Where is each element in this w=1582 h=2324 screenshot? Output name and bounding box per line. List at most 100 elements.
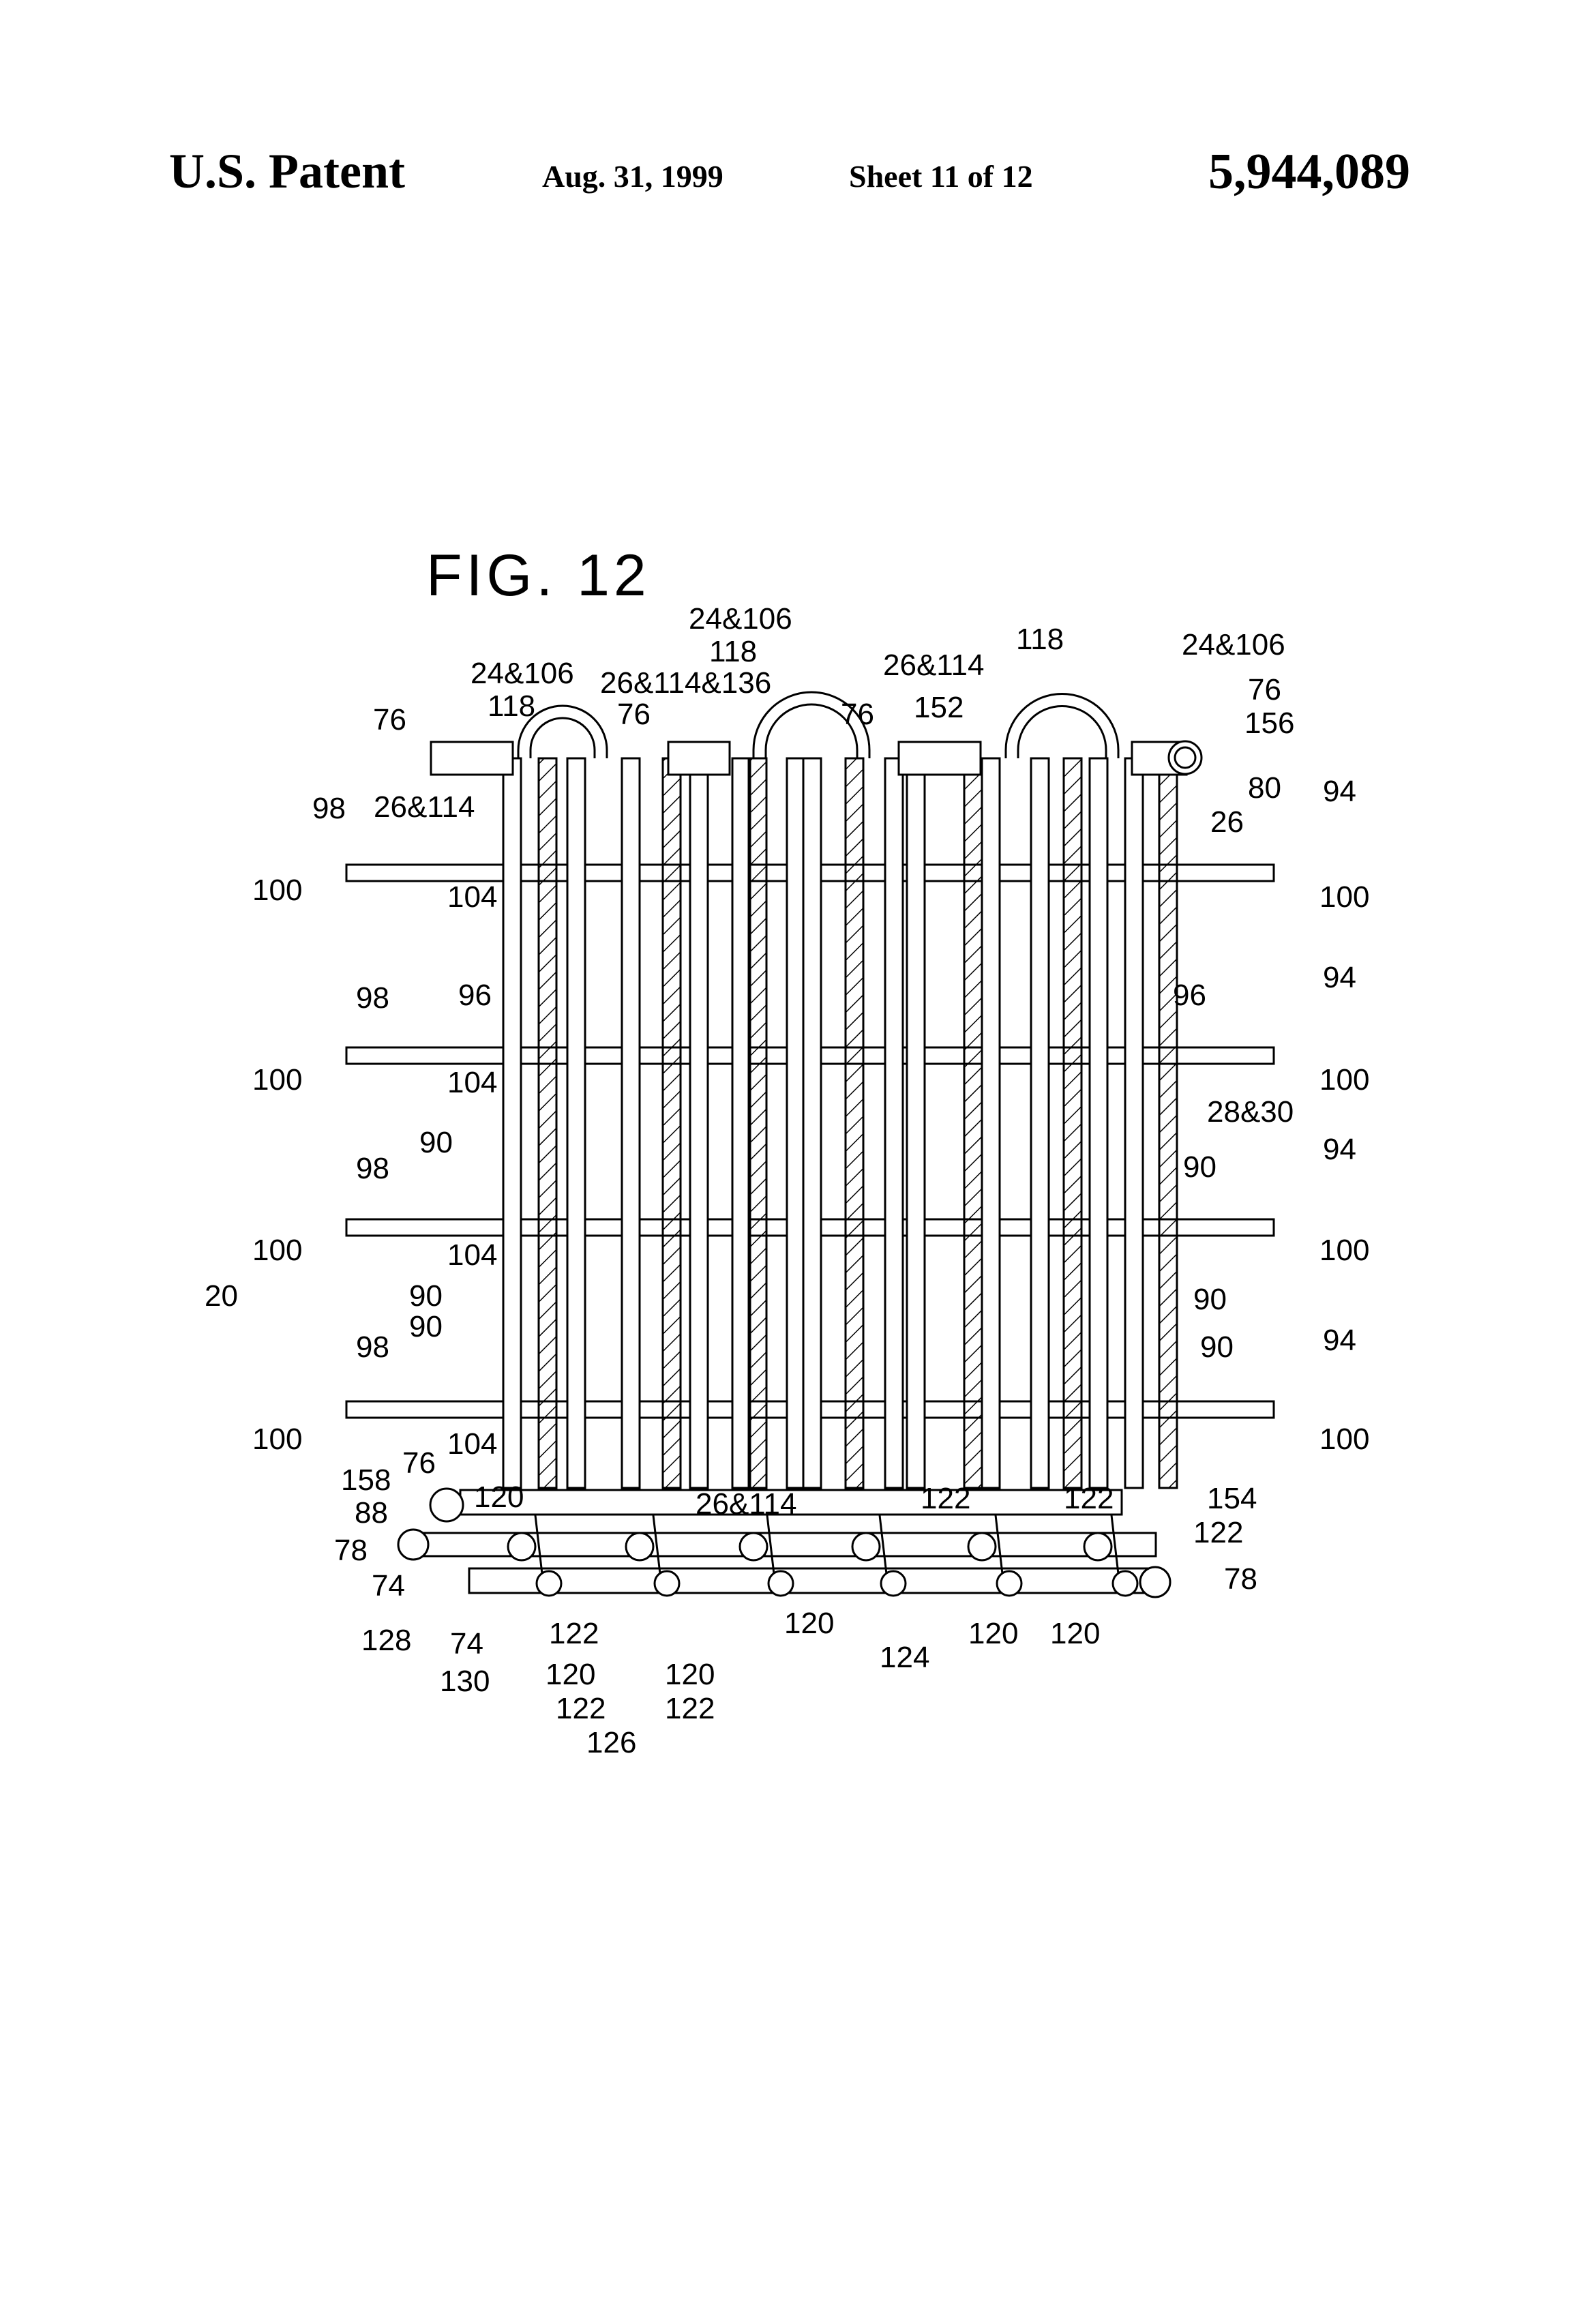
vertical-tube bbox=[663, 758, 681, 1488]
u-bend-inner bbox=[1018, 706, 1106, 759]
reference-numeral-100: 100 bbox=[252, 874, 302, 907]
reference-numeral-128: 128 bbox=[361, 1624, 411, 1657]
reference-numeral-98: 98 bbox=[312, 792, 346, 825]
reference-numeral-104: 104 bbox=[447, 1427, 497, 1461]
vertical-tube bbox=[690, 758, 708, 1488]
u-bend bbox=[1006, 694, 1118, 759]
reference-numeral-90: 90 bbox=[1183, 1150, 1217, 1184]
reference-numeral-90: 90 bbox=[409, 1310, 443, 1343]
pipe-stub-lower bbox=[537, 1571, 561, 1596]
pipe-stub-lower bbox=[997, 1571, 1021, 1596]
pipe-stub bbox=[1084, 1533, 1111, 1560]
reference-numeral-96: 96 bbox=[1173, 979, 1206, 1012]
reference-numeral-90: 90 bbox=[1200, 1330, 1234, 1364]
reference-numeral-118: 118 bbox=[709, 635, 757, 668]
reference-numeral-126: 126 bbox=[586, 1726, 636, 1759]
distribution-pipe-lower bbox=[469, 1568, 1148, 1593]
reference-numeral-118: 118 bbox=[488, 689, 535, 723]
reference-numeral-100: 100 bbox=[252, 1063, 302, 1097]
reference-numeral-122: 122 bbox=[1064, 1482, 1114, 1515]
reference-numeral-78: 78 bbox=[334, 1534, 368, 1567]
pipe-stub bbox=[740, 1533, 767, 1560]
reference-numeral-90: 90 bbox=[409, 1279, 443, 1313]
reference-numeral-76: 76 bbox=[841, 698, 874, 731]
reference-numeral-100: 100 bbox=[1319, 880, 1369, 914]
reference-numeral-94: 94 bbox=[1323, 1324, 1356, 1357]
reference-numeral-130: 130 bbox=[440, 1665, 490, 1698]
vertical-tube bbox=[787, 758, 805, 1488]
reference-numeral-26-and-114: 26&114 bbox=[883, 649, 984, 682]
reference-numeral-26-and-114-and-136: 26&114&136 bbox=[600, 666, 771, 700]
vertical-tube bbox=[732, 758, 750, 1488]
pipe-stub bbox=[626, 1533, 653, 1560]
reference-numeral-122: 122 bbox=[1193, 1516, 1243, 1549]
reference-numeral-24-and-106: 24&106 bbox=[471, 657, 574, 690]
u-bend-inner bbox=[531, 718, 595, 758]
vertical-tube bbox=[982, 758, 1000, 1488]
vertical-tube bbox=[964, 758, 982, 1488]
top-header bbox=[431, 742, 513, 775]
vertical-tube bbox=[1090, 758, 1107, 1488]
vertical-tube bbox=[1031, 758, 1049, 1488]
reference-numeral-154: 154 bbox=[1207, 1482, 1257, 1515]
vertical-tube bbox=[1125, 758, 1143, 1488]
vertical-tube bbox=[503, 758, 521, 1488]
reference-numeral-74: 74 bbox=[372, 1569, 405, 1603]
reference-numeral-76: 76 bbox=[1248, 673, 1281, 706]
reference-numeral-120: 120 bbox=[474, 1480, 524, 1514]
vertical-tube bbox=[803, 758, 821, 1488]
reference-numeral-94: 94 bbox=[1323, 961, 1356, 994]
reference-numeral-104: 104 bbox=[447, 1238, 497, 1272]
end-pipe-left bbox=[398, 1530, 428, 1560]
reference-numeral-78: 78 bbox=[1224, 1562, 1257, 1596]
reference-numeral-120: 120 bbox=[1050, 1617, 1100, 1650]
reference-numeral-76: 76 bbox=[373, 703, 406, 736]
reference-numeral-100: 100 bbox=[1319, 1422, 1369, 1456]
reference-numeral-156: 156 bbox=[1244, 706, 1294, 740]
inlet-pipe bbox=[430, 1489, 463, 1521]
reference-numeral-26-and-114: 26&114 bbox=[696, 1487, 796, 1521]
vertical-tube bbox=[846, 758, 863, 1488]
reference-numeral-24-and-106: 24&106 bbox=[689, 602, 792, 636]
reference-numeral-100: 100 bbox=[252, 1422, 302, 1456]
reference-numeral-100: 100 bbox=[1319, 1234, 1369, 1267]
pipe-stub-lower bbox=[655, 1571, 679, 1596]
top-header bbox=[899, 742, 981, 775]
pipe-stub bbox=[852, 1533, 880, 1560]
reference-numeral-90: 90 bbox=[1193, 1283, 1227, 1316]
reference-numeral-88: 88 bbox=[355, 1496, 388, 1530]
reference-numeral-120: 120 bbox=[784, 1607, 834, 1640]
reference-numeral-74: 74 bbox=[450, 1627, 483, 1660]
reference-numeral-96: 96 bbox=[458, 979, 492, 1012]
reference-numeral-122: 122 bbox=[921, 1482, 970, 1515]
vertical-tube bbox=[567, 758, 585, 1488]
vertical-tube bbox=[1064, 758, 1081, 1488]
vertical-tube bbox=[539, 758, 556, 1488]
pipe-stub bbox=[508, 1533, 535, 1560]
reference-numeral-124: 124 bbox=[880, 1641, 929, 1674]
reference-numeral-120: 120 bbox=[968, 1617, 1018, 1650]
reference-numeral-90: 90 bbox=[419, 1126, 453, 1159]
reference-numeral-120: 120 bbox=[546, 1658, 595, 1691]
top-header bbox=[668, 742, 730, 775]
reference-numeral-118: 118 bbox=[1016, 623, 1064, 656]
reference-numeral-26: 26 bbox=[1210, 805, 1244, 839]
reference-numeral-98: 98 bbox=[356, 1330, 389, 1364]
vertical-tube bbox=[907, 758, 925, 1488]
vertical-tube bbox=[622, 758, 640, 1488]
vertical-tube bbox=[1159, 758, 1177, 1488]
reference-numeral-28-and-30: 28&30 bbox=[1207, 1095, 1294, 1129]
reference-numeral-120: 120 bbox=[665, 1658, 715, 1691]
reference-numeral-20: 20 bbox=[205, 1279, 238, 1313]
pipe-stub bbox=[968, 1533, 996, 1560]
reference-numeral-122: 122 bbox=[665, 1692, 715, 1725]
reference-numeral-152: 152 bbox=[914, 691, 964, 724]
reference-numeral-24-and-106: 24&106 bbox=[1182, 628, 1285, 661]
vertical-tube bbox=[885, 758, 903, 1488]
reference-numeral-158: 158 bbox=[341, 1463, 391, 1497]
end-pipe-right bbox=[1140, 1567, 1170, 1597]
reference-numeral-98: 98 bbox=[356, 981, 389, 1015]
reference-numeral-76: 76 bbox=[617, 698, 651, 731]
reference-numeral-26-and-114: 26&114 bbox=[374, 790, 475, 824]
